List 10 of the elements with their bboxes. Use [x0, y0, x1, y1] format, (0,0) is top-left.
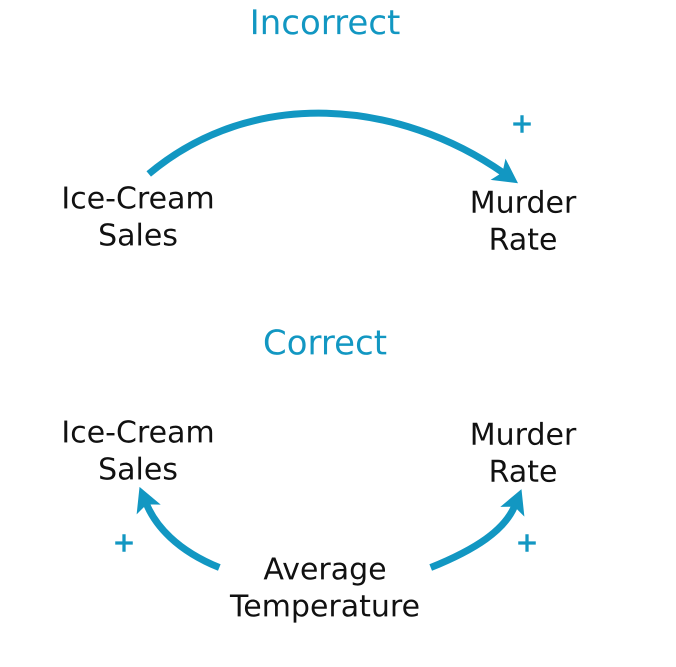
polarity-sign: +	[518, 534, 536, 552]
section-heading: Correct	[264, 329, 386, 355]
variable-label: Average Temperature	[230, 557, 418, 623]
polarity-sign: +	[115, 534, 133, 552]
variable-label: Ice-Cream Sales	[64, 420, 212, 480]
section-heading: Incorrect	[253, 9, 400, 35]
variable-label: Ice-Cream Sales	[64, 186, 212, 246]
variable-label: Murder Rate	[472, 422, 576, 482]
polarity-sign: +	[513, 115, 531, 133]
variable-label: Murder Rate	[472, 190, 576, 250]
